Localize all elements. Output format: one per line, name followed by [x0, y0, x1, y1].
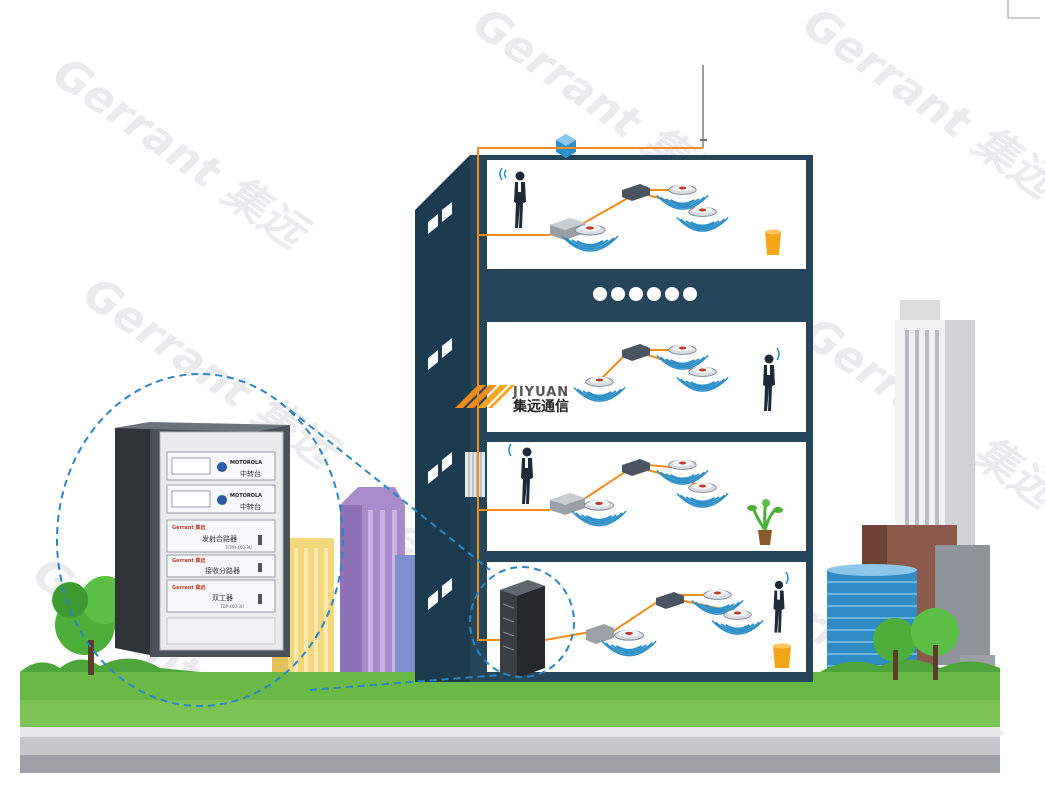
company-logo: JIYUAN 集远通信 [455, 385, 569, 415]
equipment-rack: MOTOROLA 中转台 MOTOROLA 中转台 Gerrant 集远 发射合… [115, 422, 290, 657]
rack-label: 接收分路器 [205, 566, 240, 575]
side-windows [428, 202, 452, 610]
floor-4-equipment [499, 167, 781, 255]
rack-label: 中转台 [240, 502, 261, 511]
trash-bin-icon [773, 643, 791, 668]
main-building [415, 155, 813, 682]
tree-right [873, 608, 959, 680]
rack-brand: Gerrant 集远 [172, 524, 206, 531]
logo-chinese: 集远通信 [512, 398, 569, 415]
rack-brand: Gerrant 集远 [172, 557, 206, 564]
facade-dots [593, 287, 697, 301]
logo-english: JIYUAN [512, 385, 569, 400]
rack-unit-duplexer: Gerrant 集远 双工器 TDP-400-3U [166, 579, 276, 613]
rack-brand: Gerrant 集远 [172, 584, 206, 591]
rack-model: TDP-400-3U [219, 604, 244, 609]
server-rack-small [500, 580, 545, 678]
floor-3 [487, 322, 806, 432]
rack-brand: MOTOROLA [230, 493, 262, 499]
floor-2-equipment [508, 443, 783, 545]
rack-label: 中转台 [240, 469, 261, 478]
floor-3-equipment [572, 343, 780, 411]
roof-equipment [556, 65, 707, 158]
logo-mark-icon [455, 385, 515, 408]
rack-model: TCPM-400-3U [224, 545, 252, 550]
trash-bin-icon [765, 229, 781, 255]
rack-label: 双工器 [212, 594, 233, 602]
watermark-text: Gerrant 集远 [44, 47, 319, 261]
floor-2 [487, 442, 806, 551]
rack-label: 发射合路器 [202, 534, 237, 543]
rack-unit-divider: Gerrant 集远 接收分路器 [166, 554, 276, 578]
ground [20, 658, 1000, 773]
plant-icon [747, 499, 783, 545]
rack-unit-repeater-1: MOTOROLA 中转台 [166, 451, 276, 481]
floor-1-equipment [500, 571, 791, 678]
vent-grille [465, 452, 485, 497]
watermark-text: Gerrant 集远 [794, 0, 1045, 211]
rack-unit-repeater-2: MOTOROLA 中转台 [166, 484, 276, 514]
rack-brand: MOTOROLA [230, 460, 262, 466]
corner-mark [1007, 0, 1040, 19]
floor-4 [487, 160, 806, 269]
zoom-callout [56, 373, 575, 707]
rack-unit-combiner: Gerrant 集远 发射合路器 TCPM-400-3U [166, 519, 276, 553]
repeater-icon [586, 624, 614, 644]
